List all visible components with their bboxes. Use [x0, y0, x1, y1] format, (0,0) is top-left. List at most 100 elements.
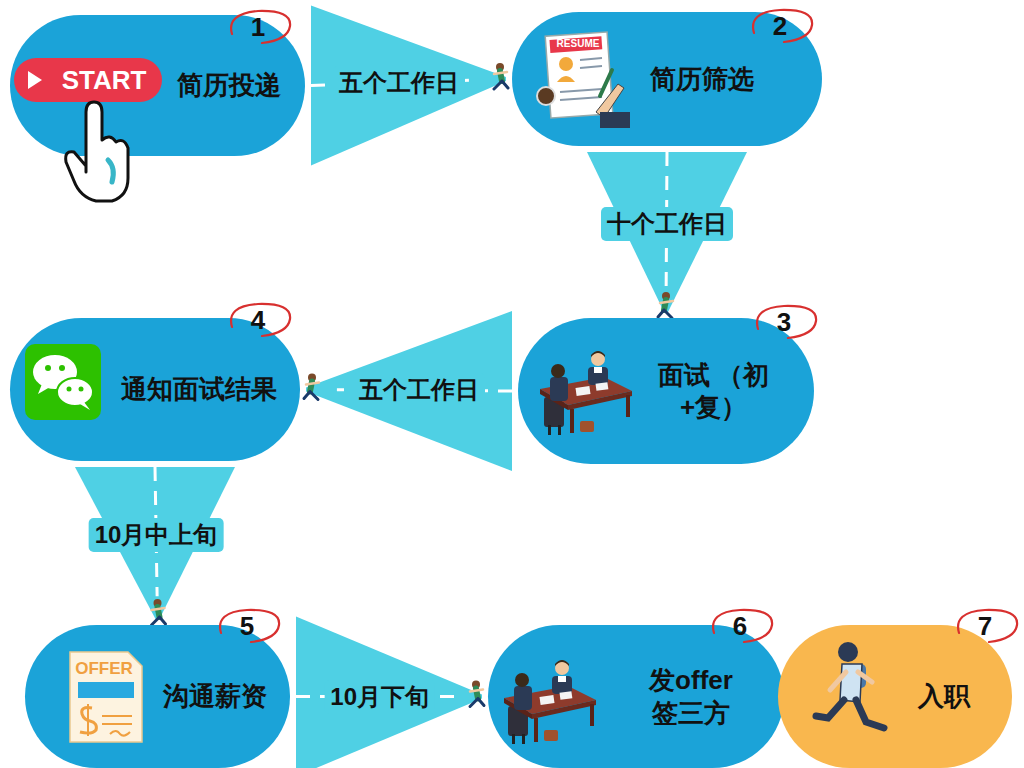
- funnel-shape: [296, 617, 482, 768]
- offer-document-part: [87, 704, 89, 736]
- runner-arms: [494, 72, 507, 74]
- wechat-icon-part: [79, 387, 84, 392]
- runner-figure: [494, 63, 508, 89]
- runner-legs: [304, 392, 318, 400]
- node-label: 通知面试结果: [121, 373, 277, 406]
- wechat-icon-part: [45, 365, 51, 371]
- running-person-part: [838, 642, 858, 662]
- icon-text: OFFER: [75, 660, 133, 677]
- resume-icon-part: [600, 112, 630, 128]
- edge-label: 五个工作日: [353, 373, 485, 407]
- callout-ring-part: [753, 10, 812, 42]
- edge-label: 五个工作日: [333, 66, 465, 100]
- start-button: [14, 58, 162, 102]
- text-area: 简历投递: [160, 15, 297, 156]
- wechat-icon-part: [80, 402, 90, 410]
- process-pill: 面试 （初+复）: [518, 318, 814, 464]
- offer-document-part: [102, 723, 132, 725]
- callout-ring-part: [958, 610, 1017, 642]
- funnel-shape: [75, 467, 235, 619]
- edge-label: 10月下旬: [324, 680, 435, 714]
- funnel-shape: [311, 6, 506, 166]
- callout-number: 4: [251, 307, 265, 333]
- offer-document: [70, 652, 142, 742]
- callout-number: 6: [733, 613, 747, 639]
- callout-ring-part: [713, 610, 772, 642]
- funnel-shape: [587, 152, 747, 312]
- resume-icon: [537, 32, 630, 128]
- running-person-part: [858, 672, 872, 682]
- offer-document-part: [102, 715, 132, 717]
- node-label: 发offer 签三方: [616, 664, 766, 729]
- process-pill: 发offer 签三方: [488, 625, 784, 768]
- node-label: 简历投递: [177, 69, 281, 102]
- runner-figure: [470, 681, 484, 707]
- start-button-part: [14, 58, 162, 102]
- funnel-connector: [311, 6, 506, 166]
- runner-figure: [152, 599, 166, 625]
- wechat-icon: [25, 344, 101, 420]
- text-area: 入职: [888, 625, 1000, 768]
- wechat-icon-part: [59, 365, 65, 371]
- icon-text: RESUME: [557, 39, 600, 49]
- resume-icon-part: [580, 66, 602, 68]
- text-area: 沟通薪资: [150, 625, 280, 768]
- runner-legs: [470, 699, 484, 707]
- runner-arms: [152, 608, 165, 610]
- callout-ring-part: [231, 11, 290, 43]
- text-area: 发offer 签三方: [616, 625, 766, 768]
- pointing-hand: [66, 102, 128, 201]
- running-person-part: [816, 700, 844, 718]
- running-person-part: [840, 664, 862, 702]
- runner-arms: [660, 301, 673, 303]
- offer-document-part: [78, 682, 134, 698]
- node-label: 面试 （初+复）: [638, 359, 789, 424]
- pointing-hand-part: [66, 102, 128, 201]
- callout-number: 1: [251, 14, 265, 40]
- node-label: 沟通薪资: [163, 680, 267, 713]
- resume-icon-part: [560, 97, 602, 100]
- callout-number: 5: [240, 613, 254, 639]
- runner-legs: [494, 81, 508, 89]
- running-person-part: [856, 700, 884, 728]
- offer-document-part: [70, 652, 142, 742]
- funnel-connector: [306, 311, 512, 471]
- resume-icon-part: [600, 70, 612, 96]
- callout-number: 2: [773, 13, 787, 39]
- text-area: 简历筛选: [622, 12, 782, 146]
- callout-ring-part: [231, 304, 290, 336]
- resume-icon-part: [580, 58, 602, 60]
- offer-document-part: [110, 731, 130, 736]
- edge-label: 10月中上旬: [89, 518, 224, 552]
- wechat-icon-part: [57, 378, 93, 406]
- process-pill: 沟通薪资: [25, 625, 290, 768]
- runner-figure: [304, 374, 319, 400]
- resume-icon-part: [545, 32, 613, 118]
- resume-icon-part: [537, 87, 555, 105]
- process-pill: 通知面试结果: [10, 318, 300, 461]
- edge-label: 十个工作日: [601, 207, 733, 241]
- running-person-part: [830, 672, 846, 690]
- resume-icon-part: [549, 36, 602, 53]
- wechat-icon-part: [38, 384, 50, 394]
- node-label: 简历筛选: [650, 63, 754, 96]
- callout-ring-part: [220, 610, 279, 642]
- callout-ring: [220, 10, 1017, 642]
- pointing-hand-part: [108, 160, 113, 182]
- funnel-shape: [306, 311, 512, 471]
- funnel-connector: [587, 152, 747, 312]
- meeting-illustration: [504, 660, 596, 744]
- callout-ring-part: [757, 306, 816, 338]
- node-label: 入职: [918, 680, 970, 713]
- button-text: START: [62, 67, 147, 93]
- runner-arms: [470, 690, 483, 692]
- wechat-icon-part: [25, 344, 101, 420]
- wechat-icon-part: [33, 355, 77, 389]
- process-pill: 入职: [778, 625, 1012, 768]
- runner-arms: [306, 383, 319, 385]
- funnel-connector: [296, 617, 482, 768]
- start-button-part: [28, 71, 42, 89]
- runner-figure: [658, 292, 673, 318]
- runner-legs: [152, 617, 166, 625]
